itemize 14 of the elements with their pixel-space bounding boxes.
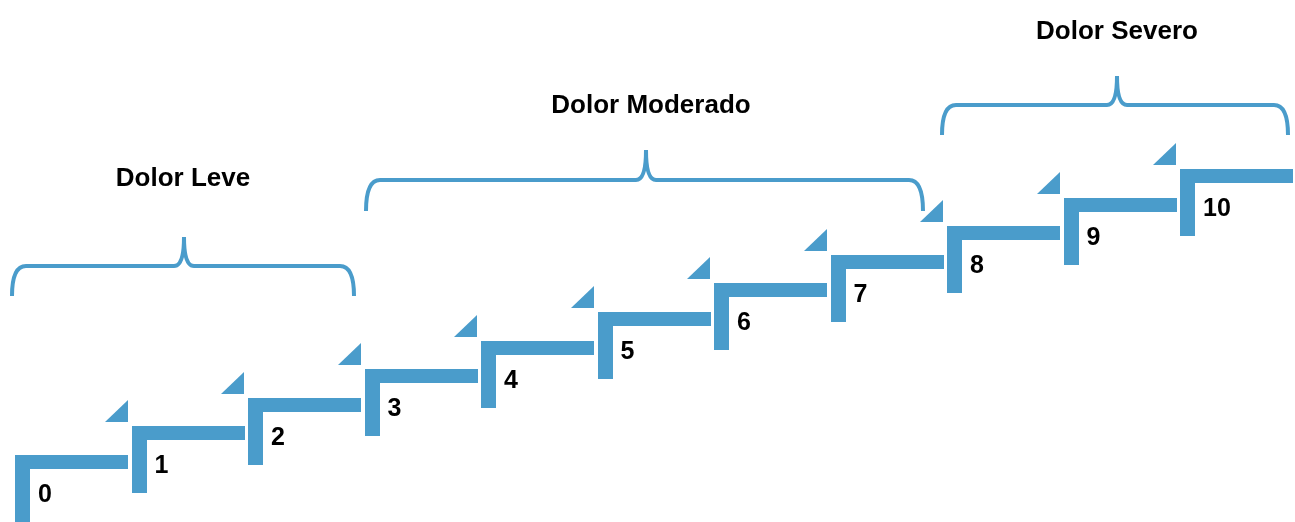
step-number: 5 xyxy=(620,338,635,363)
range-label: Dolor Moderado xyxy=(551,91,751,117)
step-number: 7 xyxy=(853,280,868,306)
step-number: 10 xyxy=(1203,195,1231,220)
step-number: 9 xyxy=(1086,223,1101,249)
range-label: Dolor Leve xyxy=(115,164,251,190)
step-number: 0 xyxy=(38,481,52,506)
step-number: 1 xyxy=(154,452,169,478)
step-number: 6 xyxy=(737,309,751,335)
range-label: Dolor Severo xyxy=(1036,17,1198,43)
step-number: 3 xyxy=(387,395,402,421)
step-number: 2 xyxy=(271,423,285,449)
step-number: 4 xyxy=(504,366,518,392)
step-number: 8 xyxy=(970,252,984,278)
